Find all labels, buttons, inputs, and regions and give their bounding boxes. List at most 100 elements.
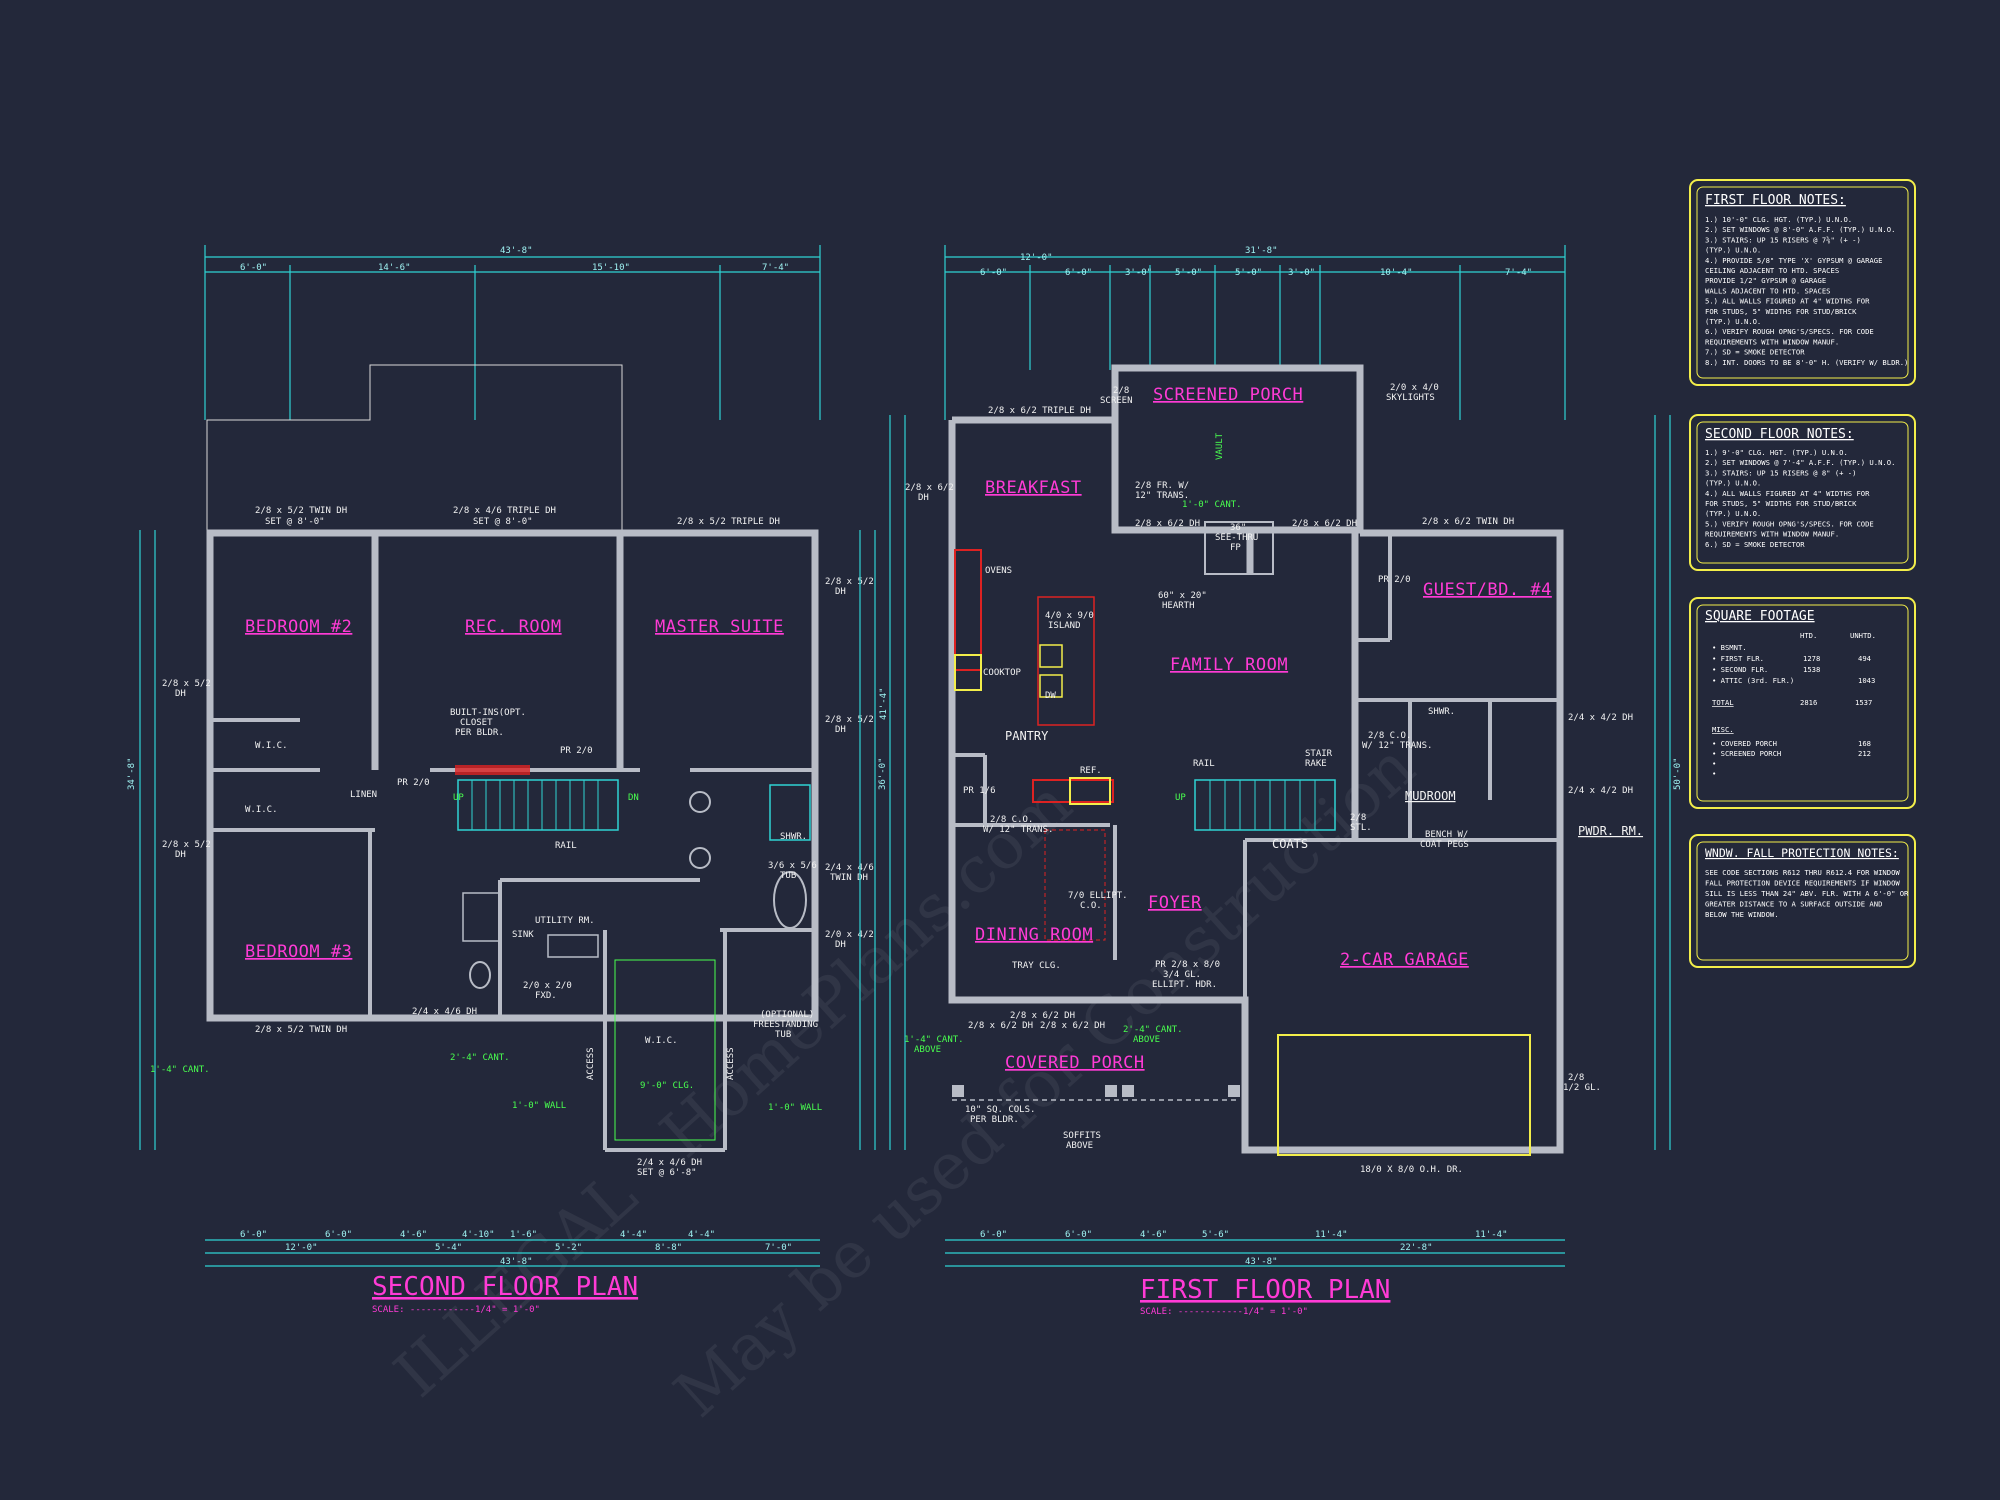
second-floor-note-line: 3.) STAIRS: UP 15 RISERS @ 8" (+ -) (1705, 468, 1856, 477)
second-floor-bottom-dim-6: 4'-10" (462, 1230, 495, 1240)
first-floor-bottom-overall: 43'-8" (1245, 1257, 1278, 1267)
window-bottom-1: 2/8 x 5/2 TWIN DH (255, 1025, 347, 1035)
sf-total-unhtd: 1537 (1855, 698, 1872, 707)
access-label-1: ACCESS (586, 1047, 596, 1080)
sf-misc-label: • (1712, 769, 1716, 778)
skylights-label: 2/0 x 4/0 (1390, 383, 1439, 393)
optional-tub-label-3: TUB (775, 1030, 791, 1040)
pair-door-label-1: PR 2/0 (397, 778, 430, 788)
sf-row-label: • BSMNT. (1712, 643, 1747, 652)
sink-label: SINK (512, 930, 534, 940)
french-door-label: 2/8 FR. W/ (1135, 481, 1189, 491)
second-floor-note-line: REQUIREMENTS WITH WINDOW MANUF. (1705, 530, 1839, 539)
first-floor-note-line: FOR STUDS, 5" WIDTHS FOR STUD/BRICK (1705, 307, 1857, 316)
first-floor-notes-lines: 1.) 10'-0" CLG. HGT. (TYP.) U.N.O.2.) SE… (1705, 215, 1908, 367)
second-floor-top-dim-1: 6'-0" (240, 263, 267, 273)
fireplace (1204, 521, 1274, 575)
kitchen-fixtures (954, 549, 1114, 941)
guest-right-window: 2/4 x 4/2 DH (1568, 713, 1633, 723)
second-floor-bottom-dim-9: 4'-4" (620, 1230, 647, 1240)
first-floor-note-line: 1.) 10'-0" CLG. HGT. (TYP.) U.N.O. (1705, 215, 1852, 224)
guest-cased-opening-2: W/ 12" TRANS. (1362, 741, 1432, 751)
ceiling-label: 9'-0" CLG. (640, 1081, 694, 1091)
stair-up-label: UP (453, 793, 464, 803)
first-floor-bottom-dim-1: 6'-0" (980, 1230, 1007, 1240)
room-screened-porch: SCREENED PORCH (1153, 385, 1303, 405)
garage-glass-door: 2/8 (1568, 1073, 1584, 1083)
first-cant-label-3: 2'-4" CANT. (1123, 1025, 1183, 1035)
powder-right-window: 2/4 x 4/2 DH (1568, 786, 1633, 796)
second-floor-top-dim-4: 7'-4" (762, 263, 789, 273)
tray-ceiling-label: TRAY CLG. (1012, 961, 1061, 971)
garage-door-label: 18/0 X 8/0 O.H. DR. (1360, 1165, 1463, 1175)
window-right-4: 2/0 x 4/2 (825, 930, 874, 940)
rail-label: RAIL (555, 841, 577, 851)
second-floor-note-line: 1.) 9'-0" CLG. HGT. (TYP.) U.N.O. (1705, 448, 1848, 457)
dining-window-3: 2/8 x 6/2 DH (1040, 1021, 1105, 1031)
second-floor-bottom-dim-7: 1'-6" (510, 1230, 537, 1240)
second-floor-note-line: 6.) SD = SMOKE DETECTOR (1705, 540, 1805, 549)
elliptical-opening-label-2: C.O. (1080, 901, 1102, 911)
first-stair-up: UP (1175, 793, 1186, 803)
window-bottom-2: 2/4 x 4/6 DH (412, 1007, 477, 1017)
first-floor-note-line: 4.) PROVIDE 5/8" TYPE 'X' GYPSUM @ GARAG… (1705, 256, 1882, 265)
sf-misc-value: 212 (1858, 749, 1871, 758)
first-floor-top-dim-4: 3'-0" (1125, 268, 1152, 278)
first-floor-top-dim-3: 6'-0" (1065, 268, 1092, 278)
sf-row-unhtd: 1043 (1858, 676, 1875, 685)
first-floor-note-line: 2.) SET WINDOWS @ 8'-0" A.F.F. (TYP.) U.… (1705, 225, 1895, 234)
sf-row-label: • FIRST FLR. (1712, 654, 1764, 663)
square-footage-title: SQUARE FOOTAGE (1705, 609, 1815, 624)
second-floor-bottom-dim-10: 8'-8" (655, 1243, 682, 1253)
attic-outline (206, 364, 623, 530)
room-pantry: PANTRY (1005, 729, 1049, 743)
builtin-label-2: CLOSET (460, 718, 493, 728)
notes-panels: FIRST FLOOR NOTES: 1.) 10'-0" CLG. HGT. … (1689, 179, 1916, 968)
sf-unhtd-header: UNHTD. (1850, 631, 1876, 640)
room-wic-3: W.I.C. (645, 1036, 678, 1046)
shower-label: SHWR. (780, 832, 807, 842)
window-left-1: 2/8 x 5/2 (162, 679, 211, 689)
first-floor-top-dim-9: 7'-4" (1505, 268, 1532, 278)
soffits-label-2: ABOVE (1066, 1141, 1093, 1151)
square-footage-panel: SQUARE FOOTAGE HTD. UNHTD. • BSMNT. • FIR… (1689, 597, 1916, 809)
second-floor-stairs (455, 765, 619, 831)
first-cant-label-1: 1'-0" CANT. (1182, 500, 1242, 510)
window-right-3: 2/4 x 4/6 (825, 863, 874, 873)
breakfast-side-window: 2/8 x 6/2 (905, 483, 954, 493)
second-floor-bottom-dim-12: 7'-0" (765, 1243, 792, 1253)
tub-label-2: TUB (780, 871, 796, 881)
second-floor-note-line: FOR STUDS, 5" WIDTHS FOR STUD/BRICK (1705, 499, 1857, 508)
sf-row-htd: 1538 (1803, 665, 1820, 674)
garage-glass-door-2: 1/2 GL. (1563, 1083, 1601, 1093)
french-door-label-2: 12" TRANS. (1135, 491, 1189, 501)
sf-htd-header: HTD. (1800, 631, 1817, 640)
island-label: 4/0 x 9/0 (1045, 611, 1094, 621)
sf-misc-label: • SCREENED PORCH (1712, 749, 1781, 758)
first-floor-note-line: (TYP.) U.N.O. (1705, 317, 1761, 326)
sf-row-label: • ATTIC (3rd. FLR.) (1712, 676, 1794, 685)
room-family-room: FAMILY ROOM (1170, 655, 1288, 675)
room-breakfast: BREAKFAST (985, 478, 1082, 498)
room-coats: COATS (1272, 837, 1308, 851)
window-fall-note-line: BELOW THE WINDOW. (1705, 910, 1779, 919)
room-guest-bedroom-4: GUEST/BD. #4 (1423, 580, 1552, 600)
window-left-2b: DH (175, 850, 186, 860)
cooktop-label: COOKTOP (983, 668, 1022, 678)
room-utility: UTILITY RM. (535, 916, 595, 926)
window-fall-note-line: FALL PROTECTION DEVICE REQUIREMENTS IF W… (1705, 879, 1900, 888)
first-floor-plan: 31'-8" 12'-0" 6'-0" 6'-0" 3'-0" 5'-0" 5'… (879, 245, 1683, 1317)
room-wic-2: W.I.C. (245, 805, 278, 815)
sf-misc-label: MISC. (1712, 725, 1734, 734)
wall-label-1: 1'-0" WALL (512, 1101, 566, 1111)
second-floor-bottom-dim-8: 5'-2" (555, 1243, 582, 1253)
window-fall-lines: SEE CODE SECTIONS R612 THRU R612.4 FOR W… (1705, 868, 1909, 919)
sf-misc-label: • COVERED PORCH (1712, 739, 1777, 748)
second-floor-top-dim-2: 14'-6" (378, 263, 411, 273)
second-floor-bottom-dim-3: 6'-0" (325, 1230, 352, 1240)
first-floor-note-line: (TYP.) U.N.O. (1705, 246, 1761, 255)
sf-row-unhtd: 494 (1858, 654, 1871, 663)
second-floor-bottom-overall: 43'-8" (500, 1257, 533, 1267)
first-floor-overall-dim: 31'-8" (1245, 246, 1278, 256)
first-floor-title: FIRST FLOOR PLAN (1140, 1275, 1390, 1305)
